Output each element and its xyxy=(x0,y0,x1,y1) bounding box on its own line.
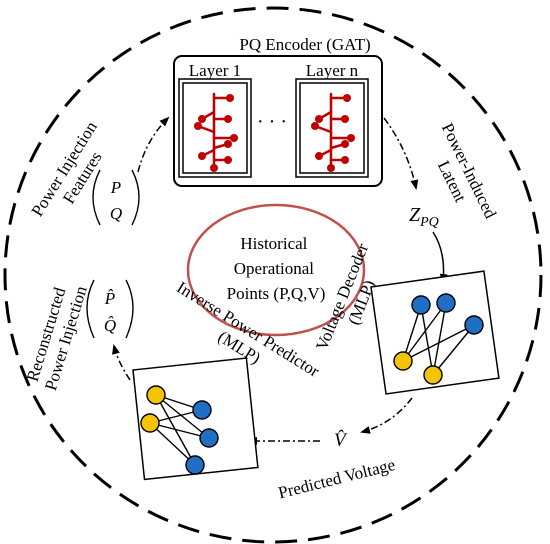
historical-points-circle xyxy=(186,203,366,337)
output-pq-vector: P̂ Q̂ xyxy=(86,279,134,339)
decoder-node xyxy=(393,351,413,371)
svg-text:P: P xyxy=(110,178,121,197)
svg-text:P̂: P̂ xyxy=(104,289,115,308)
graph-icon-layer-n xyxy=(311,92,355,172)
arrow-latent-to-decoder xyxy=(432,231,448,284)
arrow-encoder-to-latent xyxy=(383,117,419,190)
predicted-voltage-symbol: V̂ xyxy=(334,430,348,451)
svg-text:Q: Q xyxy=(110,204,122,223)
layer-1-label: Layer 1 xyxy=(189,61,241,80)
inverse-node xyxy=(192,400,212,420)
latent-symbol: ZPQ xyxy=(409,204,439,230)
layer-ellipsis: · · · xyxy=(257,111,287,133)
arrow-inverse-to-output xyxy=(112,344,131,381)
graph-icon-layer-1 xyxy=(194,92,238,172)
svg-text:Q̂: Q̂ xyxy=(104,316,116,335)
inverse-predictor-box xyxy=(132,357,259,481)
layer-n-label: Layer n xyxy=(306,61,359,80)
reconstructed-power-injection-label: Reconstructed Power Injection xyxy=(22,277,91,392)
decoder-node xyxy=(464,315,484,335)
input-pq-vector: P Q xyxy=(92,169,140,226)
inverse-node xyxy=(146,385,166,405)
decoder-node xyxy=(411,295,431,315)
power-injection-features-label: Power Injection Features xyxy=(28,114,121,230)
decoder-node xyxy=(436,293,456,313)
historical-points-label: Historical Operational Points (P,Q,V) xyxy=(227,234,326,303)
encoder-title: PQ Encoder (GAT) xyxy=(239,35,370,54)
voltage-decoder-mlp xyxy=(370,270,500,395)
outer-dashed-circle xyxy=(3,6,543,544)
predicted-voltage-label: Predicted Voltage xyxy=(276,455,397,502)
decoder-node xyxy=(423,365,443,385)
inverse-node xyxy=(140,413,160,433)
arrow-decoder-to-voltage xyxy=(360,397,413,434)
arrow-features-to-encoder xyxy=(137,116,170,173)
inverse-power-predictor-mlp xyxy=(132,357,259,481)
inverse-node xyxy=(185,455,205,475)
inverse-node xyxy=(199,428,219,448)
